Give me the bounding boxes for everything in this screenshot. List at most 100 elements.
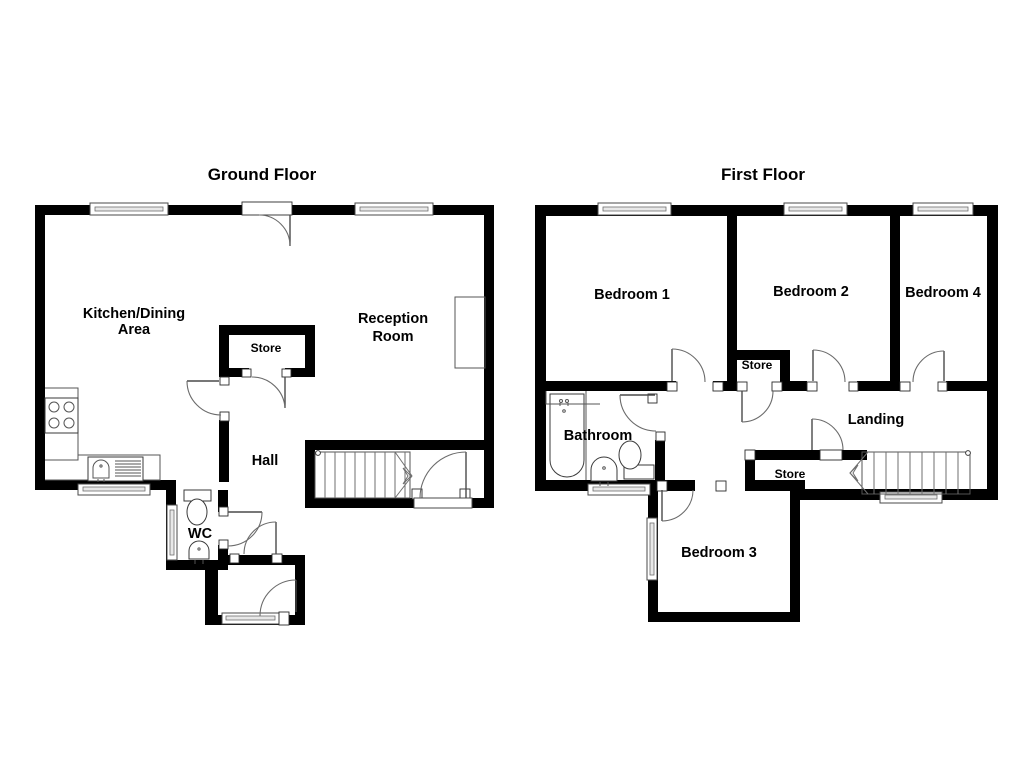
room-label-landing: Landing — [848, 412, 904, 428]
ground-floor-fixtures — [44, 296, 486, 564]
window-gf-reception-top — [354, 202, 434, 216]
room-label-gf-store: Store — [251, 341, 282, 355]
wall-gf-hall-left-lower — [219, 420, 229, 482]
staircase-first — [849, 450, 971, 495]
window-ff-landing — [879, 491, 943, 504]
wall-ff-store-left — [745, 450, 755, 490]
door-gf-hall-porch — [229, 521, 283, 564]
fireplace-icon — [454, 296, 486, 369]
basin-icon-wc — [188, 540, 210, 564]
room-label-ff-upper-store: Store — [742, 358, 773, 372]
wall-ff-upper-store-top — [727, 350, 790, 360]
first-floor-title: First Floor — [721, 165, 805, 184]
first-floor-labels: Bedroom 1 Bedroom 2 Bedroom 4 Store Bath… — [564, 284, 981, 561]
wall-ff-right — [987, 205, 998, 500]
door-gf-reception-stair — [411, 451, 473, 509]
wall-gf-wc-bottom — [166, 560, 218, 570]
wall-ff-landing-top-a — [546, 381, 676, 391]
window-ff-bedroom3 — [646, 517, 658, 581]
room-label-ff-store: Store — [775, 467, 806, 481]
wall-ff-upper-store-right — [780, 350, 790, 391]
ground-floor-title: Ground Floor — [208, 165, 317, 184]
room-label-bedroom-2: Bedroom 2 — [773, 284, 849, 300]
room-label-reception-line2: Room — [372, 329, 413, 345]
door-ff-bedroom2 — [806, 349, 859, 392]
wall-gf-store-right — [305, 325, 315, 377]
wall-ff-landing-top-c — [783, 381, 807, 391]
window-gf-wc — [166, 504, 178, 561]
room-label-bedroom-4: Bedroom 4 — [905, 285, 981, 301]
toilet-icon-wc — [183, 489, 212, 526]
first-floor-doors — [619, 348, 948, 522]
wall-gf-hall-bottom — [228, 555, 296, 565]
wall-ff-bathroom-bottom-b — [655, 480, 695, 491]
wall-ff-top — [535, 205, 998, 216]
hob-icon — [44, 397, 79, 434]
window-gf-kitchen-top — [89, 202, 169, 216]
room-label-bathroom: Bathroom — [564, 428, 632, 444]
room-label-reception-line1: Reception — [358, 311, 428, 327]
wall-gf-store-door-right — [285, 368, 315, 377]
wall-gf-hall-left-upper — [219, 325, 229, 377]
wall-gf-wc-right-lower — [218, 545, 228, 570]
door-ff-bedroom3 — [656, 480, 727, 522]
landing-outline — [545, 391, 600, 405]
door-gf-store — [241, 368, 292, 409]
room-label-hall: Hall — [252, 453, 279, 469]
window-gf-kitchen-bottom — [77, 483, 151, 496]
ground-floor-labels: Kitchen/Dining Area Reception Room Store… — [83, 306, 428, 542]
door-gf-top-entry — [241, 201, 293, 247]
wall-ff-bed2-bed4 — [890, 205, 900, 390]
door-gf-front — [259, 579, 297, 626]
ground-floor-group: Ground Floor — [35, 165, 494, 626]
wall-gf-porch-right — [295, 555, 305, 625]
door-ff-bathroom — [619, 393, 666, 442]
door-gf-kitchen-hall — [186, 376, 230, 422]
wall-ff-bathroom-right — [655, 440, 665, 491]
wall-gf-stair-bottom — [305, 498, 494, 508]
wall-ff-store-top — [745, 450, 867, 460]
wall-ff-store-bottom — [745, 480, 805, 491]
window-ff-bathroom — [587, 483, 651, 496]
ground-floor-doors — [186, 201, 473, 626]
basin-icon-bathroom — [590, 456, 618, 486]
room-label-bedroom-3: Bedroom 3 — [681, 545, 757, 561]
wall-ff-landing-top-b — [713, 381, 737, 391]
window-ff-bedroom1 — [597, 202, 672, 216]
first-floor-windows — [587, 202, 974, 581]
door-ff-store — [744, 418, 844, 461]
bath-icon — [549, 393, 585, 478]
window-gf-porch — [221, 612, 281, 625]
wall-ff-landing-top-e — [946, 381, 998, 391]
wall-gf-reception-bottom — [305, 440, 494, 450]
wall-gf-store-door-left — [229, 368, 249, 377]
wall-gf-porch-left — [205, 560, 218, 625]
wall-gf-left — [35, 205, 45, 490]
room-label-wc: WC — [188, 526, 213, 542]
door-ff-bedroom4 — [899, 350, 948, 392]
wall-gf-right — [484, 205, 494, 508]
ground-floor-windows — [77, 202, 434, 625]
wall-gf-wc-right-upper — [218, 490, 228, 512]
door-ff-upper-store — [736, 381, 783, 423]
wall-ff-bed3-right — [790, 489, 800, 622]
wall-gf-store-top — [219, 325, 315, 335]
window-ff-bedroom4 — [912, 202, 974, 216]
room-label-bedroom-1: Bedroom 1 — [594, 287, 670, 303]
first-floor-fixtures — [545, 391, 971, 495]
wall-ff-left — [535, 205, 546, 490]
staircase-ground — [314, 450, 413, 499]
wall-ff-landing-top-d — [857, 381, 900, 391]
first-floor-group: First Floor — [535, 165, 998, 622]
door-gf-wc — [218, 506, 263, 550]
door-ff-bedroom1 — [666, 348, 724, 392]
wall-ff-bed3-bottom — [648, 612, 800, 622]
window-ff-bedroom2 — [783, 202, 848, 216]
toilet-icon-bathroom — [618, 440, 655, 480]
wall-ff-bed1-bed2 — [727, 205, 737, 390]
room-label-kitchen-dining-line1: Kitchen/Dining — [83, 306, 185, 322]
room-label-kitchen-dining-line2: Area — [118, 322, 151, 338]
sink-icon — [87, 456, 144, 482]
wall-gf-hall-right — [305, 440, 315, 508]
